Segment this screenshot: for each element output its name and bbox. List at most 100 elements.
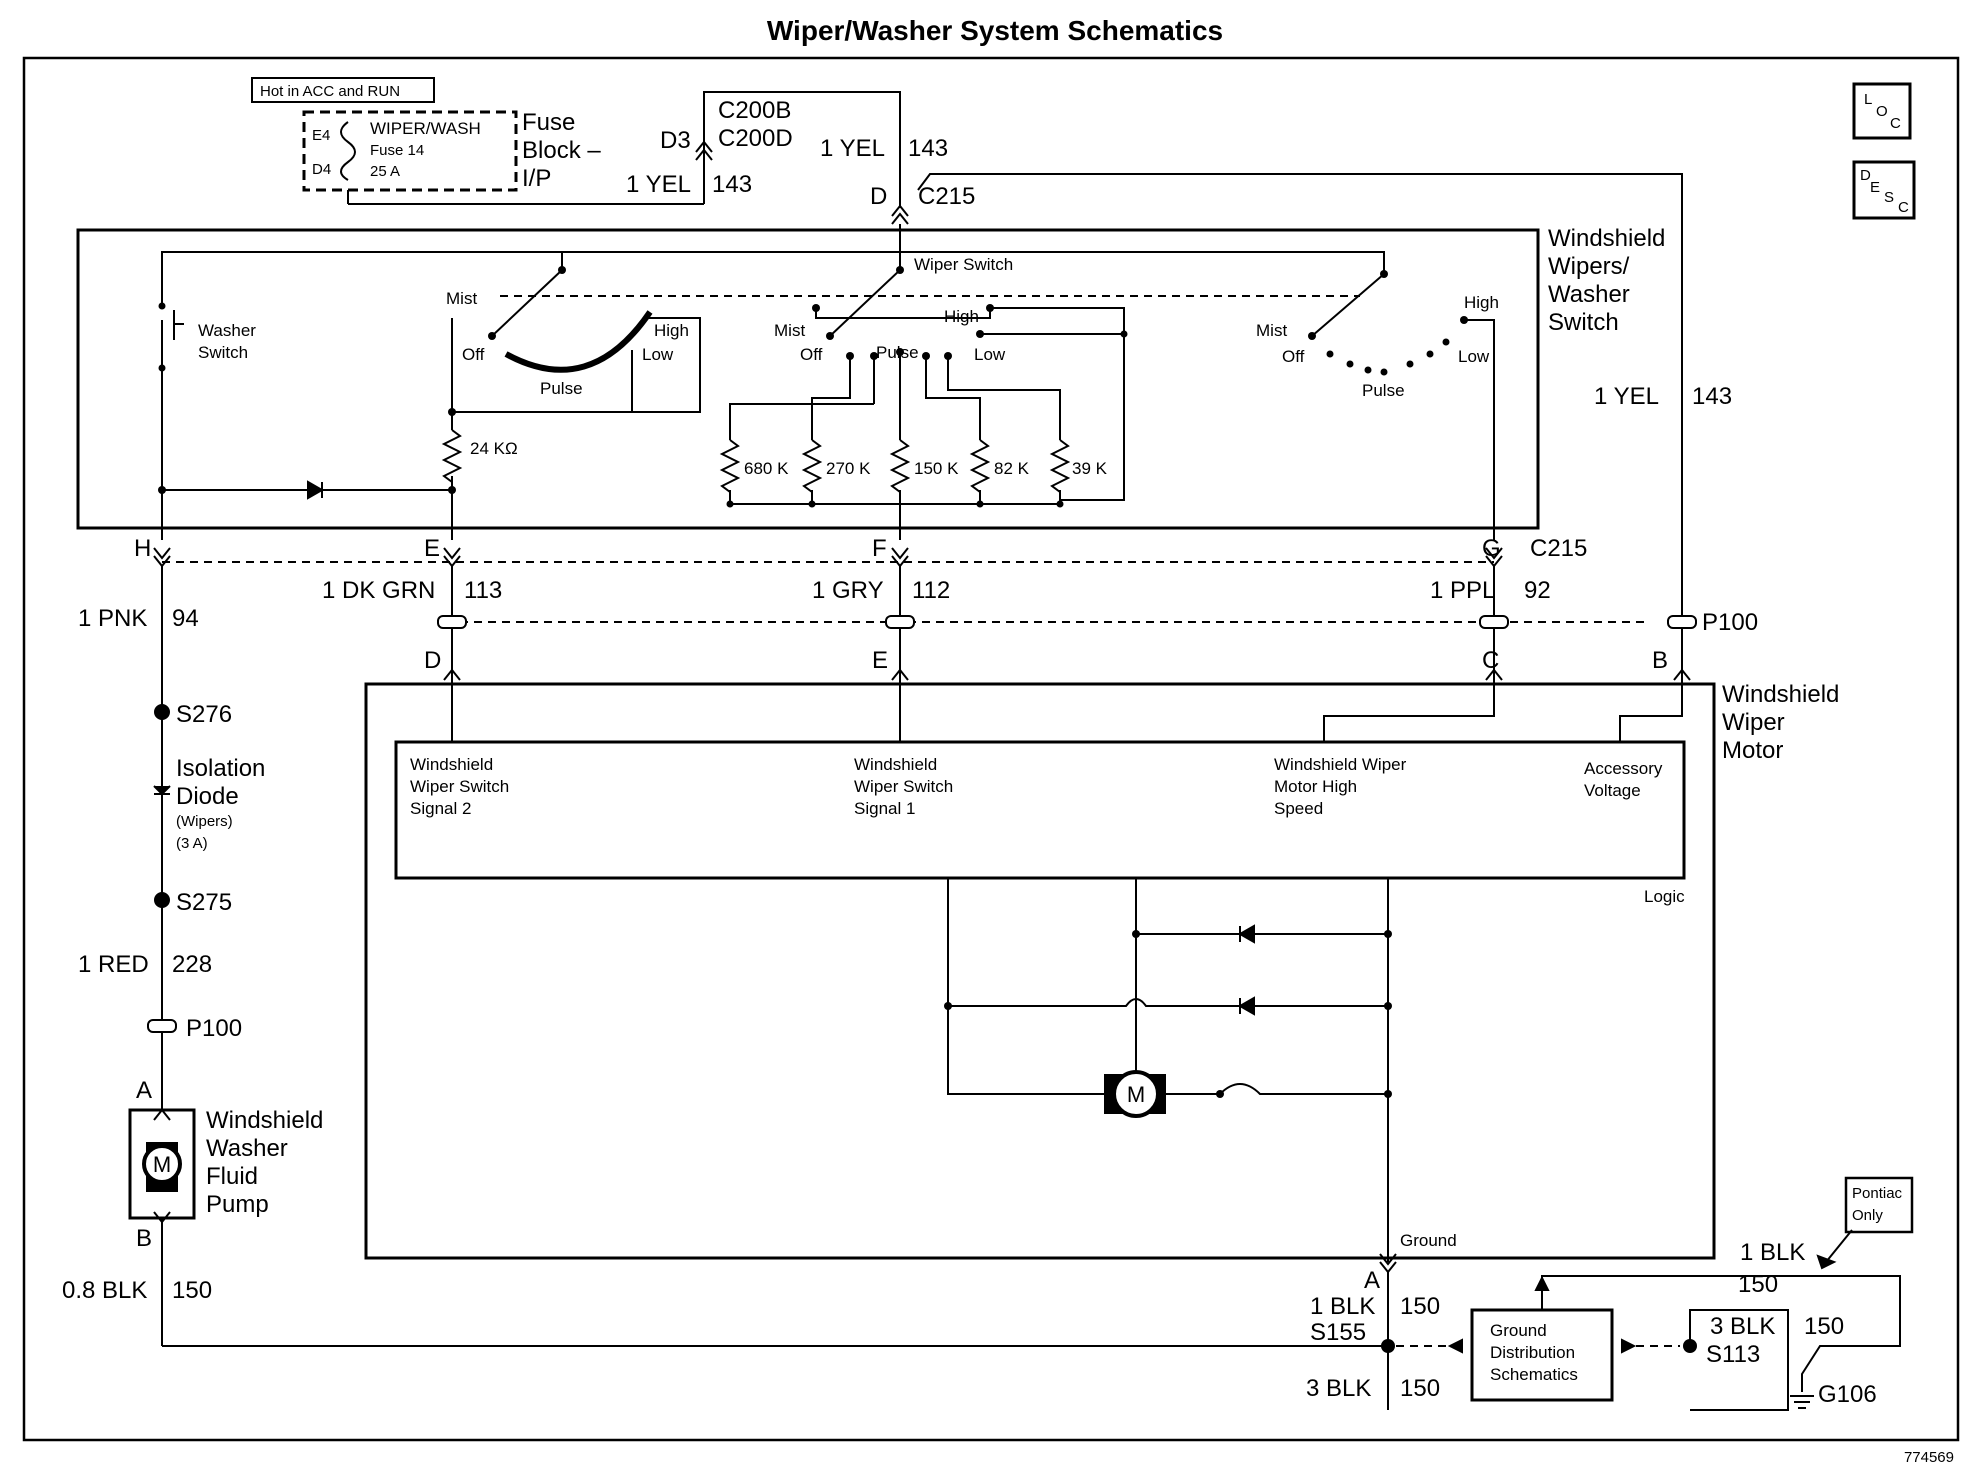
p100-left-label: P100 — [186, 1015, 242, 1042]
c215-label-top: C215 — [918, 183, 975, 210]
fuse-block-label-2: Block – — [522, 137, 601, 164]
wire-h-color: 1 PNK — [78, 605, 147, 632]
ground-circuit — [1387, 1176, 1914, 1411]
diagram-title: Wiper/Washer System Schematics — [767, 15, 1223, 46]
desc-icon[interactable]: D E S C — [1852, 160, 1916, 220]
switch-assembly-name-1: Windshield — [1548, 225, 1665, 252]
pump-pin-b: B — [136, 1225, 152, 1252]
ground-wire1-number: 150 — [1400, 1293, 1440, 1320]
motor-ground-label: Ground — [1400, 1231, 1457, 1250]
switch-contacts — [158, 266, 1468, 508]
outer-frame — [22, 56, 1960, 1442]
center-off-label: Off — [800, 345, 823, 364]
left-pulse-label: Pulse — [540, 379, 583, 398]
resistor-82k-label: 82 K — [994, 459, 1030, 478]
fuse-amperage: 25 A — [370, 163, 400, 180]
fuse-block-box — [302, 110, 518, 192]
c200-wire-num-right: 143 — [908, 135, 948, 162]
wire-e-number: 113 — [464, 577, 502, 604]
motor-sig1-3: Signal 1 — [854, 799, 915, 818]
gds-label-3[interactable]: Schematics — [1490, 1365, 1578, 1384]
switch-internal-wiring — [160, 232, 1495, 540]
c215-pin-d: D — [870, 183, 887, 210]
fuse-block — [251, 77, 705, 205]
left-low-label: Low — [642, 345, 674, 364]
left-high-label: High — [654, 321, 689, 340]
svg-text:M: M — [1127, 1082, 1145, 1107]
wire-right-color: 1 YEL — [1594, 383, 1659, 410]
pontiac-only-1: Pontiac — [1852, 1185, 1903, 1202]
s113-wire-number: 150 — [1804, 1313, 1844, 1340]
left-off-label: Off — [462, 345, 485, 364]
switch-assembly-name-3: Washer — [1548, 281, 1630, 308]
washer-switch-label-2: Switch — [198, 343, 248, 362]
left-mist-label: Mist — [446, 289, 477, 308]
wiper-motor-name-1: Windshield — [1722, 681, 1839, 708]
wire-g-color: 1 PPL — [1430, 577, 1495, 604]
motor-high-speed-1: Windshield Wiper — [1274, 755, 1407, 774]
hot-label-box — [251, 77, 435, 103]
wiper-motor-box — [364, 682, 1716, 1260]
c200-wire-color-right: 1 YEL — [820, 135, 885, 162]
motor-junctions — [944, 930, 1392, 1098]
gds-label-2[interactable]: Distribution — [1490, 1343, 1575, 1362]
fuse-number: Fuse 14 — [370, 142, 424, 159]
ground-wire3-color: 3 BLK — [1306, 1375, 1371, 1402]
c200b-label: C200B — [718, 97, 791, 124]
svg-text:M: M — [153, 1152, 171, 1177]
loc-icon[interactable]: L O C — [1852, 82, 1912, 140]
center-low-label: Low — [974, 345, 1006, 364]
pump-feed-circuit — [128, 704, 1390, 1347]
wire-pump-number: 150 — [172, 1277, 212, 1304]
motor-sig2-3: Signal 2 — [410, 799, 471, 818]
resistor-270k-label: 270 K — [826, 459, 871, 478]
c215-pin-f: F — [872, 535, 887, 562]
wire-g-number: 92 — [1524, 577, 1551, 604]
fuse-block-label-1: Fuse — [522, 109, 575, 136]
center-high-label: High — [944, 307, 979, 326]
right-pulse-label: Pulse — [1362, 381, 1405, 400]
c215-p100-connectors — [153, 547, 1691, 1346]
fuse-element — [340, 121, 356, 181]
isolation-diode-label-4: (3 A) — [176, 835, 208, 852]
motor-sig1-1: Windshield — [854, 755, 937, 774]
figure-id: 774569 — [1904, 1449, 1954, 1466]
fuse-name: WIPER/WASH — [370, 119, 481, 138]
motor-sig1-2: Wiper Switch — [854, 777, 953, 796]
p100-pin-d: D — [424, 647, 441, 674]
pump-name-3: Fluid — [206, 1163, 258, 1190]
ground-junctions — [1381, 1339, 1697, 1353]
wiper-motor-name-2: Wiper — [1722, 709, 1785, 736]
hot-label: Hot in ACC and RUN — [260, 83, 400, 100]
p100-inline-icons — [437, 615, 1697, 629]
motor-sig2-1: Windshield — [410, 755, 493, 774]
diode-switch-icon — [307, 480, 325, 500]
c200-wire-num-left: 143 — [712, 171, 752, 198]
svg-text:E: E — [1870, 179, 1880, 196]
c200-connector — [695, 91, 901, 208]
c200-pin-d3: D3 — [660, 127, 691, 154]
c200d-label: C200D — [718, 125, 793, 152]
right-high-label: High — [1464, 293, 1499, 312]
p100-pin-e: E — [872, 647, 888, 674]
center-mist-label: Mist — [774, 321, 805, 340]
c215-pin-e: E — [424, 535, 440, 562]
right-off-label: Off — [1282, 347, 1305, 366]
motor-accessory-2: Voltage — [1584, 781, 1641, 800]
gds-label-1[interactable]: Ground — [1490, 1321, 1547, 1340]
wire-e-color: 1 DK GRN — [322, 577, 435, 604]
resistor-24k-label: 24 KΩ — [470, 439, 518, 458]
motor-logic-label: Logic — [1644, 887, 1685, 906]
splice-s275: S275 — [176, 889, 232, 916]
c200-wire-color-left: 1 YEL — [626, 171, 691, 198]
motor-sig2-2: Wiper Switch — [410, 777, 509, 796]
c215-label-bottom: C215 — [1530, 535, 1587, 562]
fuse-block-label-3: I/P — [522, 165, 551, 192]
pontiac-wire-number: 150 — [1738, 1271, 1778, 1298]
pump-name-1: Windshield — [206, 1107, 323, 1134]
ground-wire3-number: 150 — [1400, 1375, 1440, 1402]
svg-text:S: S — [1884, 189, 1894, 206]
resistor-150k-label: 150 K — [914, 459, 959, 478]
pump-name-2: Washer — [206, 1135, 288, 1162]
wire-pump-color: 0.8 BLK — [62, 1277, 147, 1304]
